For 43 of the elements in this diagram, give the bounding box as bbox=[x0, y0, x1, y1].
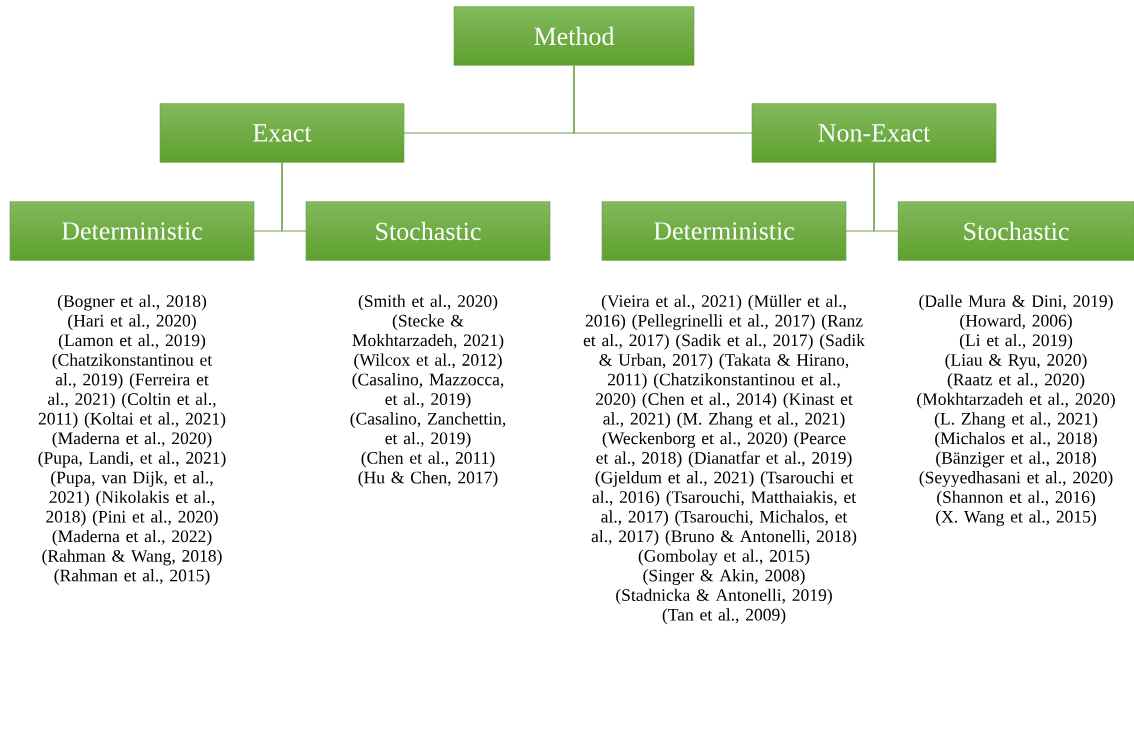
node-label: (Howard, 2006) (Li et al., 2019) bbox=[959, 314, 1073, 350]
node-label: (X. Wang et al., 2015) bbox=[936, 510, 1096, 527]
leaf-box: Stochastic bbox=[897, 201, 1134, 261]
node-label: (Michalos et al., 2018) bbox=[935, 431, 1097, 448]
node-label: (Mokhtarzadeh et al., 2020) bbox=[917, 392, 1115, 409]
node-label: (Casalino, Mazzocca, et al., 2019) bbox=[352, 373, 504, 409]
category-box: Non-Exact bbox=[751, 103, 997, 163]
node-label: (Lamon et al., 2019) bbox=[58, 333, 206, 350]
node-label: (Stadnicka & Antonelli, 2019) bbox=[616, 588, 832, 605]
node-label: (Stecke & Mokhtarzadeh, 2021) bbox=[352, 314, 504, 350]
node-label: (Chen et al., 2011) bbox=[361, 451, 495, 468]
node-label: (Hari et al., 2020) bbox=[68, 314, 196, 331]
node-label: (Hu & Chen, 2017) bbox=[358, 471, 498, 487]
category-box: Exact bbox=[159, 103, 405, 163]
citation-list: (Smith et al., 2020) (Stecke & Mokhtarzadeh, 2021) (Wilcox et al., 2012) (Casalino, Mazzocca, et al., 2019) (Casalino, Zanchettin, et al., 2019) (Chen et al., 2011) (Hu & Chen, 2017) bbox=[350, 294, 506, 487]
connector-line bbox=[281, 161, 307, 232]
citation-list: (Bogner et al., 2018) (Hari et al., 2020) (Lamon et al., 2019) (Chatzikonstantinou et al., 2019) (Ferreira et al., 2021) (Coltin et al., 2011) (Koltai et al., 2021) (Maderna et al., 2020) (Pupa, Landi, et al., 2021) (Pupa, van Dijk, et al., 2021) (Nikolakis et al., 2018) (Pini et al., 2020) (Maderna et al., 2022) (Rahman & Wang, 2018) (Rahman et al., 2015) bbox=[38, 294, 226, 585]
connector-line bbox=[873, 161, 899, 232]
node-label: (Rahman et al., 2015) bbox=[54, 569, 210, 585]
node-label: (L. Zhang et al., 2021) bbox=[934, 412, 1098, 429]
node-label: (Gombolay et al., 2015) (Singer & Akin, 2008) bbox=[638, 549, 810, 586]
node-label: (Seyyedhasani et al., 2020) bbox=[919, 471, 1113, 488]
leaf-box: Deterministic bbox=[9, 201, 255, 261]
node-label: (Raatz et al., 2020) bbox=[947, 373, 1085, 389]
node-label: (Bänziger et al., 2018) bbox=[936, 451, 1096, 468]
leaf-box: Stochastic bbox=[305, 201, 551, 261]
node-label: (Smith et al., 2020) bbox=[358, 294, 498, 311]
node-label: (Pupa, Landi, et al., 2021) bbox=[38, 451, 226, 468]
node-label: (Dalle Mura & Dini, 2019) bbox=[919, 294, 1113, 311]
node-label: (Chatzikonstantinou et al., 2019) (Ferreira et al., 2021) (Coltin et al., 2011) (Koltai et al., 2021) (Maderna et al., 2020) bbox=[38, 353, 226, 448]
node-label: (Wilcox et al., 2012) bbox=[354, 353, 502, 370]
node-label: (Tan et al., 2009) bbox=[662, 608, 786, 625]
citation-list: (Dalle Mura & Dini, 2019) (Howard, 2006) (Li et al., 2019) (Liau & Ryu, 2020) (Raatz et al., 2020) (Mokhtarzadeh et al., 2020) (L. Zhang et al., 2021) (Michalos et al., 2018) (Bänziger et al., 2018) (Seyyedhasani et al., 2020) (Shannon et al., 2016) (X. Wang et al., 2015) bbox=[917, 294, 1115, 527]
connector-line bbox=[573, 64, 753, 134]
root-box: Method bbox=[453, 6, 695, 66]
node-label: (Liau & Ryu, 2020) bbox=[945, 353, 1087, 370]
node-label: (Vieira et al., 2021) (Müller et al., 2016) (Pellegrinelli et al., 2017) (Ranz et al., 2017) (Sadik et al., 2017) (Sadik & Urban, 2017) (Takata & Hirano, 2011) (Chatzikonstantinou et al., 2020) (Chen et al., 2014) (Kinast et al., 2021) (M. Zhang et al., 2021) (Weckenborg et al., 2020) (Pearce et al., 2018) (Dianatfar et al., 2019) (Gjeldum et al., 2021) (Tsarouchi et al., 2016) (Tsarouchi, Matthaiakis, et al., 2017) (Tsarouchi, Michalos, et al., 2017) (Bruno & Antonelli, 2018) bbox=[583, 294, 865, 546]
node-label: (Casalino, Zanchettin, et al., 2019) bbox=[350, 412, 506, 448]
node-label: (Pupa, van Dijk, et al., 2021) (Nikolakis et al., 2018) (Pini et al., 2020) (Maderna et al., 2022) (Rahman & Wang, 2018) bbox=[42, 471, 222, 566]
node-label: (Bogner et al., 2018) bbox=[57, 294, 207, 311]
node-label: (Shannon et al., 2016) bbox=[937, 490, 1095, 507]
leaf-box: Deterministic bbox=[601, 201, 847, 261]
citation-list: (Vieira et al., 2021) (Müller et al., 2016) (Pellegrinelli et al., 2017) (Ranz et al., 2017) (Sadik et al., 2017) (Sadik & Urban, 2017) (Takata & Hirano, 2011) (Chatzikonstantinou et al., 2020) (Chen et al., 2014) (Kinast et al., 2021) (M. Zhang et al., 2021) (Weckenborg et al., 2020) (Pearce et al., 2018) (Dianatfar et al., 2019) (Gjeldum et al., 2021) (Tsarouchi et al., 2016) (Tsarouchi, Matthaiakis, et al., 2017) (Tsarouchi, Michalos, et al., 2017) (Bruno & Antonelli, 2018) (Gombolay et al., 2015) (Singer & Akin, 2008) (Stadnicka & Antonelli, 2019) (Tan et al., 2009) bbox=[583, 294, 865, 625]
